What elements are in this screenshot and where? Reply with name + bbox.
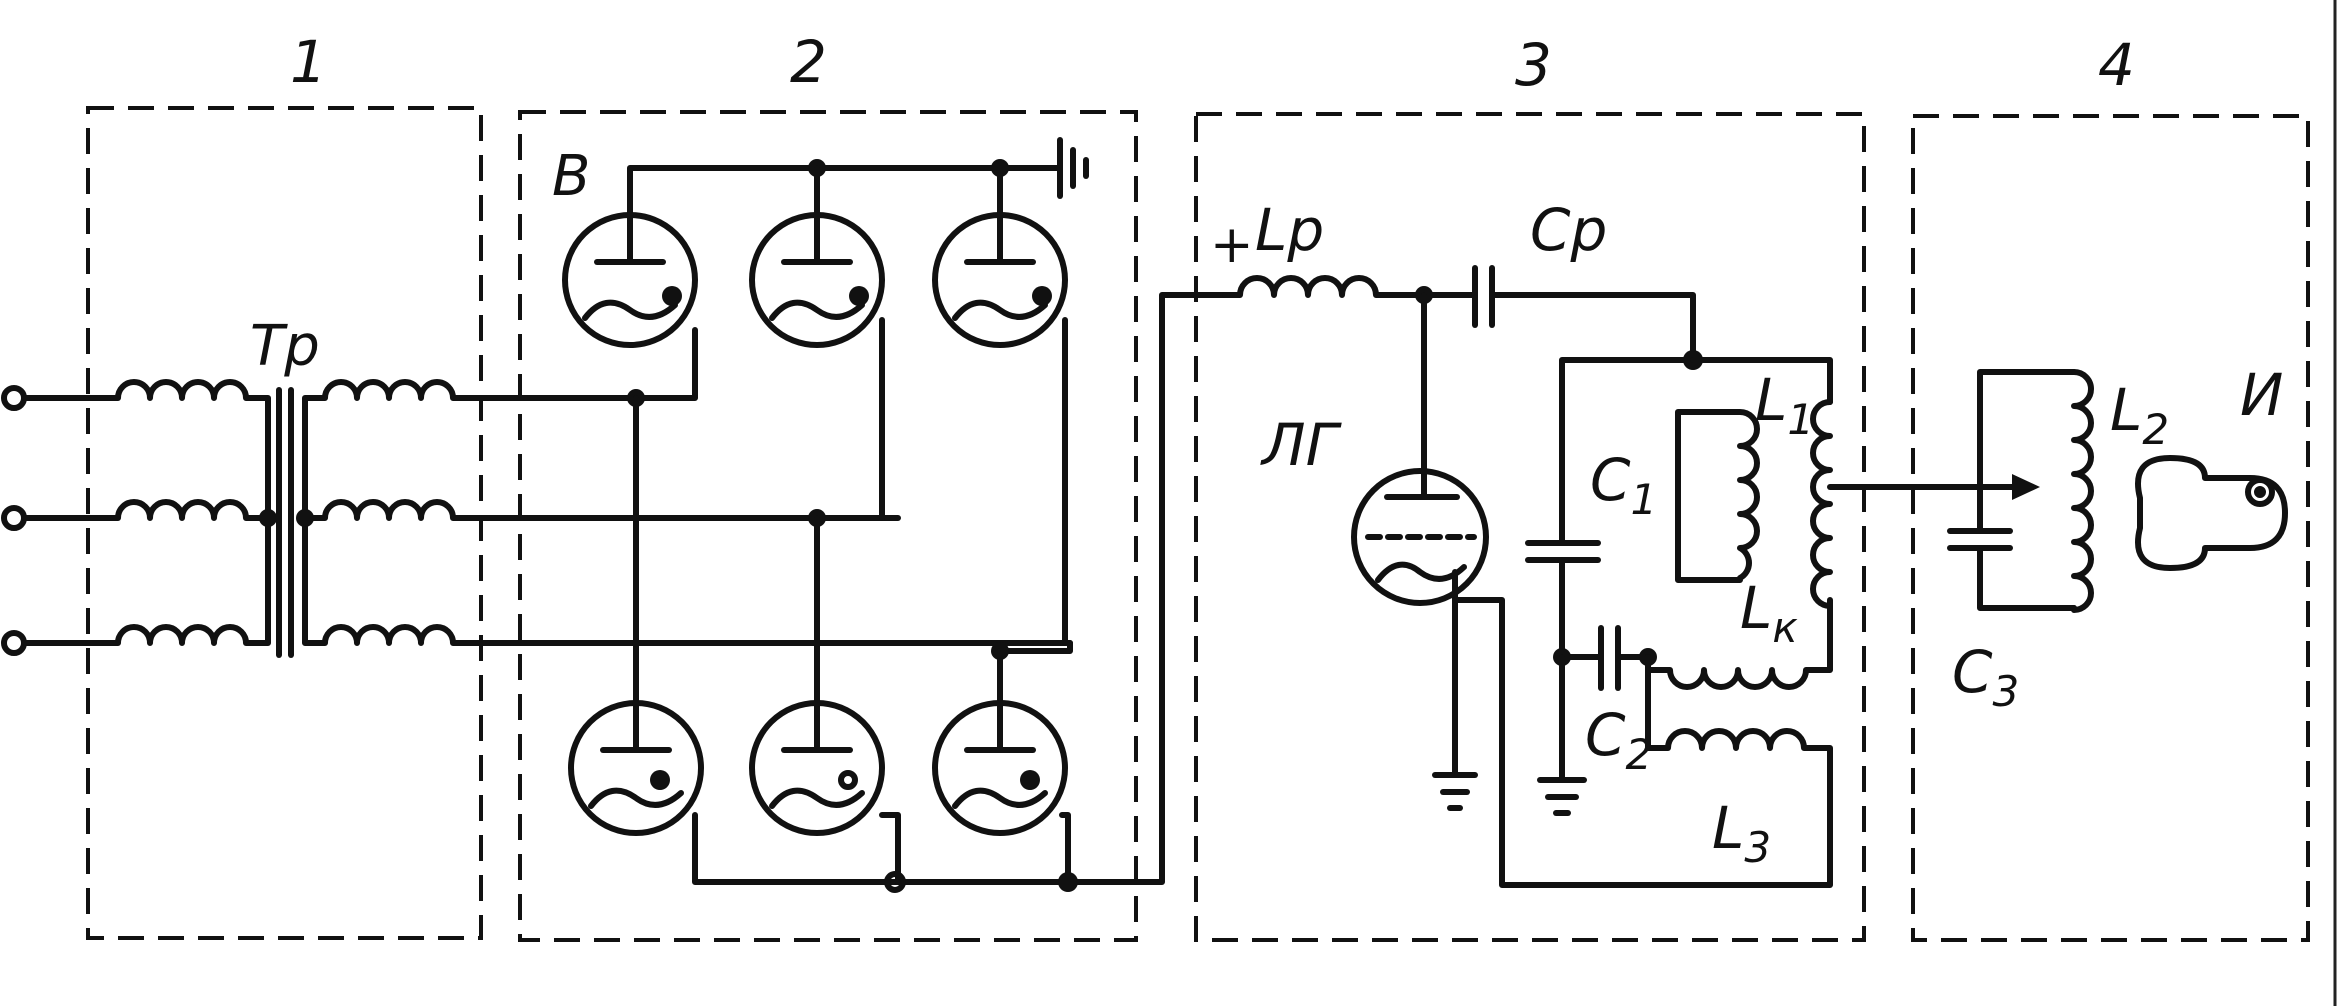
emitter-label: И	[2240, 361, 2283, 429]
tank-ground	[1537, 777, 1587, 816]
block-3-number: 3	[1515, 31, 1552, 99]
input-terminals	[1, 385, 27, 656]
block-4-number: 4	[2098, 31, 2135, 99]
rectifier-tube-lower-1	[568, 700, 704, 836]
c3-label: C3	[1952, 638, 2019, 716]
emitter-symbol	[2135, 455, 2288, 571]
capacitor-c3	[1947, 369, 2077, 611]
transformer-label: Tp	[250, 314, 320, 379]
l1-label: L1	[1755, 366, 1814, 444]
block-1-frame	[86, 106, 483, 940]
rectifier-tube-upper-2	[749, 165, 885, 348]
capacitor-c2	[1559, 625, 1648, 691]
transformer-primary-windings	[21, 379, 271, 646]
l3-label: L3	[1712, 794, 1771, 872]
transformer-secondary-windings	[302, 379, 1073, 646]
c1-label: C1	[1590, 446, 1657, 524]
block-3-frame	[1194, 112, 1866, 942]
secondary-star-point	[296, 509, 314, 527]
coil-lk	[1675, 409, 1760, 583]
coil-l3	[1452, 597, 1833, 888]
rectifier-tube-lower-2	[749, 700, 885, 836]
plus-sign: +	[1210, 215, 1254, 275]
generator-ground	[1432, 772, 1478, 811]
transformer-core	[276, 387, 294, 658]
tank-frame	[1559, 357, 1696, 546]
c2-label: C2	[1585, 701, 1652, 779]
rectifier-tube-upper-1	[562, 212, 698, 348]
coupling-capacitor	[1421, 265, 1696, 363]
block-1-number: 1	[290, 28, 327, 96]
primary-star-point	[259, 509, 277, 527]
coil-feedback	[1645, 597, 1833, 690]
generator-tube-label: ЛГ	[1260, 411, 1343, 479]
block-2-number: 2	[790, 28, 827, 96]
l2-label: L2	[2110, 376, 2169, 454]
coupling-cap-label: Cp	[1530, 196, 1607, 264]
block-4-frame	[1911, 114, 2310, 942]
lk-label: Lк	[1740, 574, 1798, 652]
generator-tube	[1351, 292, 1489, 778]
coil-l1	[1810, 399, 1833, 653]
rectifier-negative-bus	[692, 292, 1228, 885]
coil-l2	[2071, 369, 2094, 613]
rectifier-output-rail	[627, 165, 1063, 253]
capacitor-c1	[1525, 540, 1601, 660]
rectifier-ground-symbol	[1057, 137, 1089, 199]
rectifier-tube-lower-3	[932, 700, 1068, 836]
choke-coil	[1222, 275, 1427, 298]
rectifier-tube-upper-3	[932, 165, 1068, 348]
rectifier-label: B	[552, 144, 590, 209]
choke-label: Lp	[1255, 196, 1324, 264]
